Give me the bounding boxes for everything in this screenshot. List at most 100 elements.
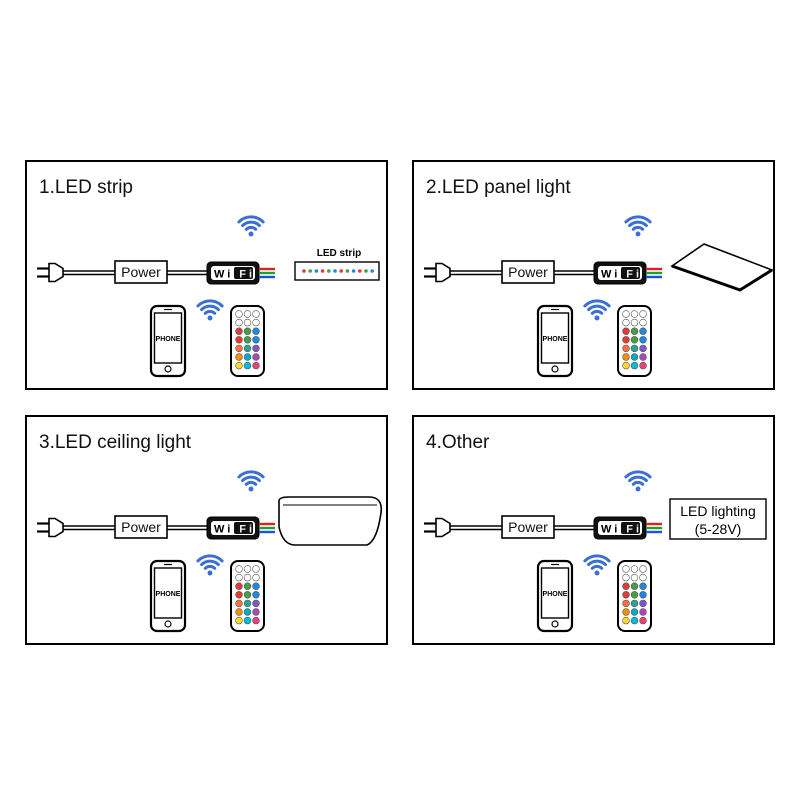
panel-title: 2.LED panel light bbox=[426, 177, 571, 198]
signal-arc bbox=[203, 309, 217, 315]
strip-led bbox=[351, 269, 356, 273]
remote-button bbox=[639, 336, 647, 344]
remote-control-icon bbox=[617, 305, 652, 377]
remote-button bbox=[639, 582, 647, 590]
remote-button bbox=[622, 608, 630, 616]
remote-button bbox=[235, 361, 243, 370]
wifi-controller: Wi Fi bbox=[206, 261, 275, 285]
plug-body bbox=[48, 262, 64, 283]
signal-dot bbox=[248, 231, 254, 237]
remote-button bbox=[252, 361, 260, 370]
power-supply-box: Power bbox=[114, 515, 168, 539]
remote-button bbox=[235, 591, 243, 599]
remote-button bbox=[235, 336, 243, 344]
remote-button bbox=[639, 361, 647, 370]
remote-button bbox=[622, 591, 630, 599]
phone-label: PHONE bbox=[543, 336, 568, 343]
strip-led bbox=[370, 269, 375, 273]
signal-dot bbox=[635, 486, 641, 492]
remote-button bbox=[243, 616, 252, 625]
power-supply-box: Power bbox=[501, 515, 555, 539]
wifi-controller: Wi Fi bbox=[593, 261, 662, 285]
wifi-signal-icon bbox=[583, 299, 611, 321]
remote-button bbox=[622, 616, 630, 625]
strip-led bbox=[345, 269, 350, 273]
remote-button bbox=[243, 565, 252, 573]
remote-button bbox=[252, 608, 260, 616]
remote-button bbox=[235, 327, 243, 335]
signal-arc bbox=[631, 225, 645, 231]
signal-arc bbox=[628, 220, 648, 228]
remote-button bbox=[235, 582, 243, 590]
ceiling-light-body bbox=[278, 496, 383, 546]
power-label: Power bbox=[121, 264, 161, 280]
phone-home-button bbox=[164, 620, 172, 628]
remote-button bbox=[235, 565, 243, 573]
signal-arc bbox=[587, 304, 607, 312]
controller-badge-dark bbox=[621, 267, 640, 279]
remote-button bbox=[630, 582, 639, 590]
signal-arc bbox=[624, 215, 652, 224]
led-lighting-box: LED lighting(5-28V) bbox=[669, 498, 767, 540]
phone-home-button bbox=[164, 365, 172, 373]
remote-button bbox=[252, 336, 260, 344]
wifi-signal-icon bbox=[624, 215, 652, 237]
strip-led bbox=[364, 269, 368, 273]
signal-arc bbox=[200, 559, 220, 567]
wifi-signal-icon bbox=[583, 554, 611, 576]
signal-dot bbox=[248, 486, 254, 492]
phone-label: PHONE bbox=[543, 591, 568, 598]
remote-button bbox=[622, 361, 630, 370]
remote-button bbox=[622, 336, 630, 344]
remote-button bbox=[235, 616, 243, 625]
wifi-controller: Wi Fi bbox=[593, 516, 662, 540]
signal-arc bbox=[241, 220, 261, 228]
wifi-label: Wi Fi bbox=[601, 524, 639, 536]
remote-button bbox=[630, 565, 639, 573]
remote-button bbox=[235, 318, 243, 327]
plug-body bbox=[48, 517, 64, 538]
signal-arc bbox=[237, 215, 265, 224]
power-box-frame bbox=[114, 515, 168, 539]
remote-button bbox=[243, 353, 252, 361]
signal-arc bbox=[244, 480, 258, 486]
remote-button bbox=[252, 318, 260, 327]
remote-button bbox=[630, 361, 639, 370]
remote-button bbox=[252, 599, 260, 608]
strip-led bbox=[358, 269, 362, 273]
remote-control-icon bbox=[230, 305, 265, 377]
wifi-label: Wi Fi bbox=[214, 269, 252, 281]
remote-button bbox=[622, 318, 630, 327]
phone-screen bbox=[540, 312, 570, 364]
remote-button bbox=[639, 318, 647, 327]
remote-button bbox=[630, 591, 639, 599]
plug-body bbox=[435, 262, 451, 283]
remote-button bbox=[252, 310, 260, 318]
signal-arc bbox=[203, 564, 217, 570]
phone-label: PHONE bbox=[156, 336, 181, 343]
strip-led bbox=[339, 269, 344, 273]
controller-badge-dark bbox=[234, 267, 253, 279]
strip-led bbox=[327, 269, 331, 273]
wifi-signal-icon bbox=[237, 470, 265, 492]
strip-led bbox=[314, 269, 319, 273]
remote-button bbox=[630, 327, 639, 335]
voltage-label: (5-28V) bbox=[695, 521, 742, 537]
led-ceiling-light bbox=[278, 496, 383, 546]
panel-title: 1.LED strip bbox=[39, 177, 133, 198]
remote-button bbox=[243, 310, 252, 318]
plug-body bbox=[435, 517, 451, 538]
phone-home-button bbox=[551, 620, 559, 628]
led-strip-label: LED strip bbox=[317, 248, 361, 259]
remote-button bbox=[243, 608, 252, 616]
led-strip: LED strip bbox=[294, 248, 380, 281]
remote-button bbox=[243, 336, 252, 344]
signal-arc bbox=[583, 299, 611, 308]
led-lighting-frame bbox=[669, 498, 767, 540]
wifi-label: Wi Fi bbox=[601, 269, 639, 281]
